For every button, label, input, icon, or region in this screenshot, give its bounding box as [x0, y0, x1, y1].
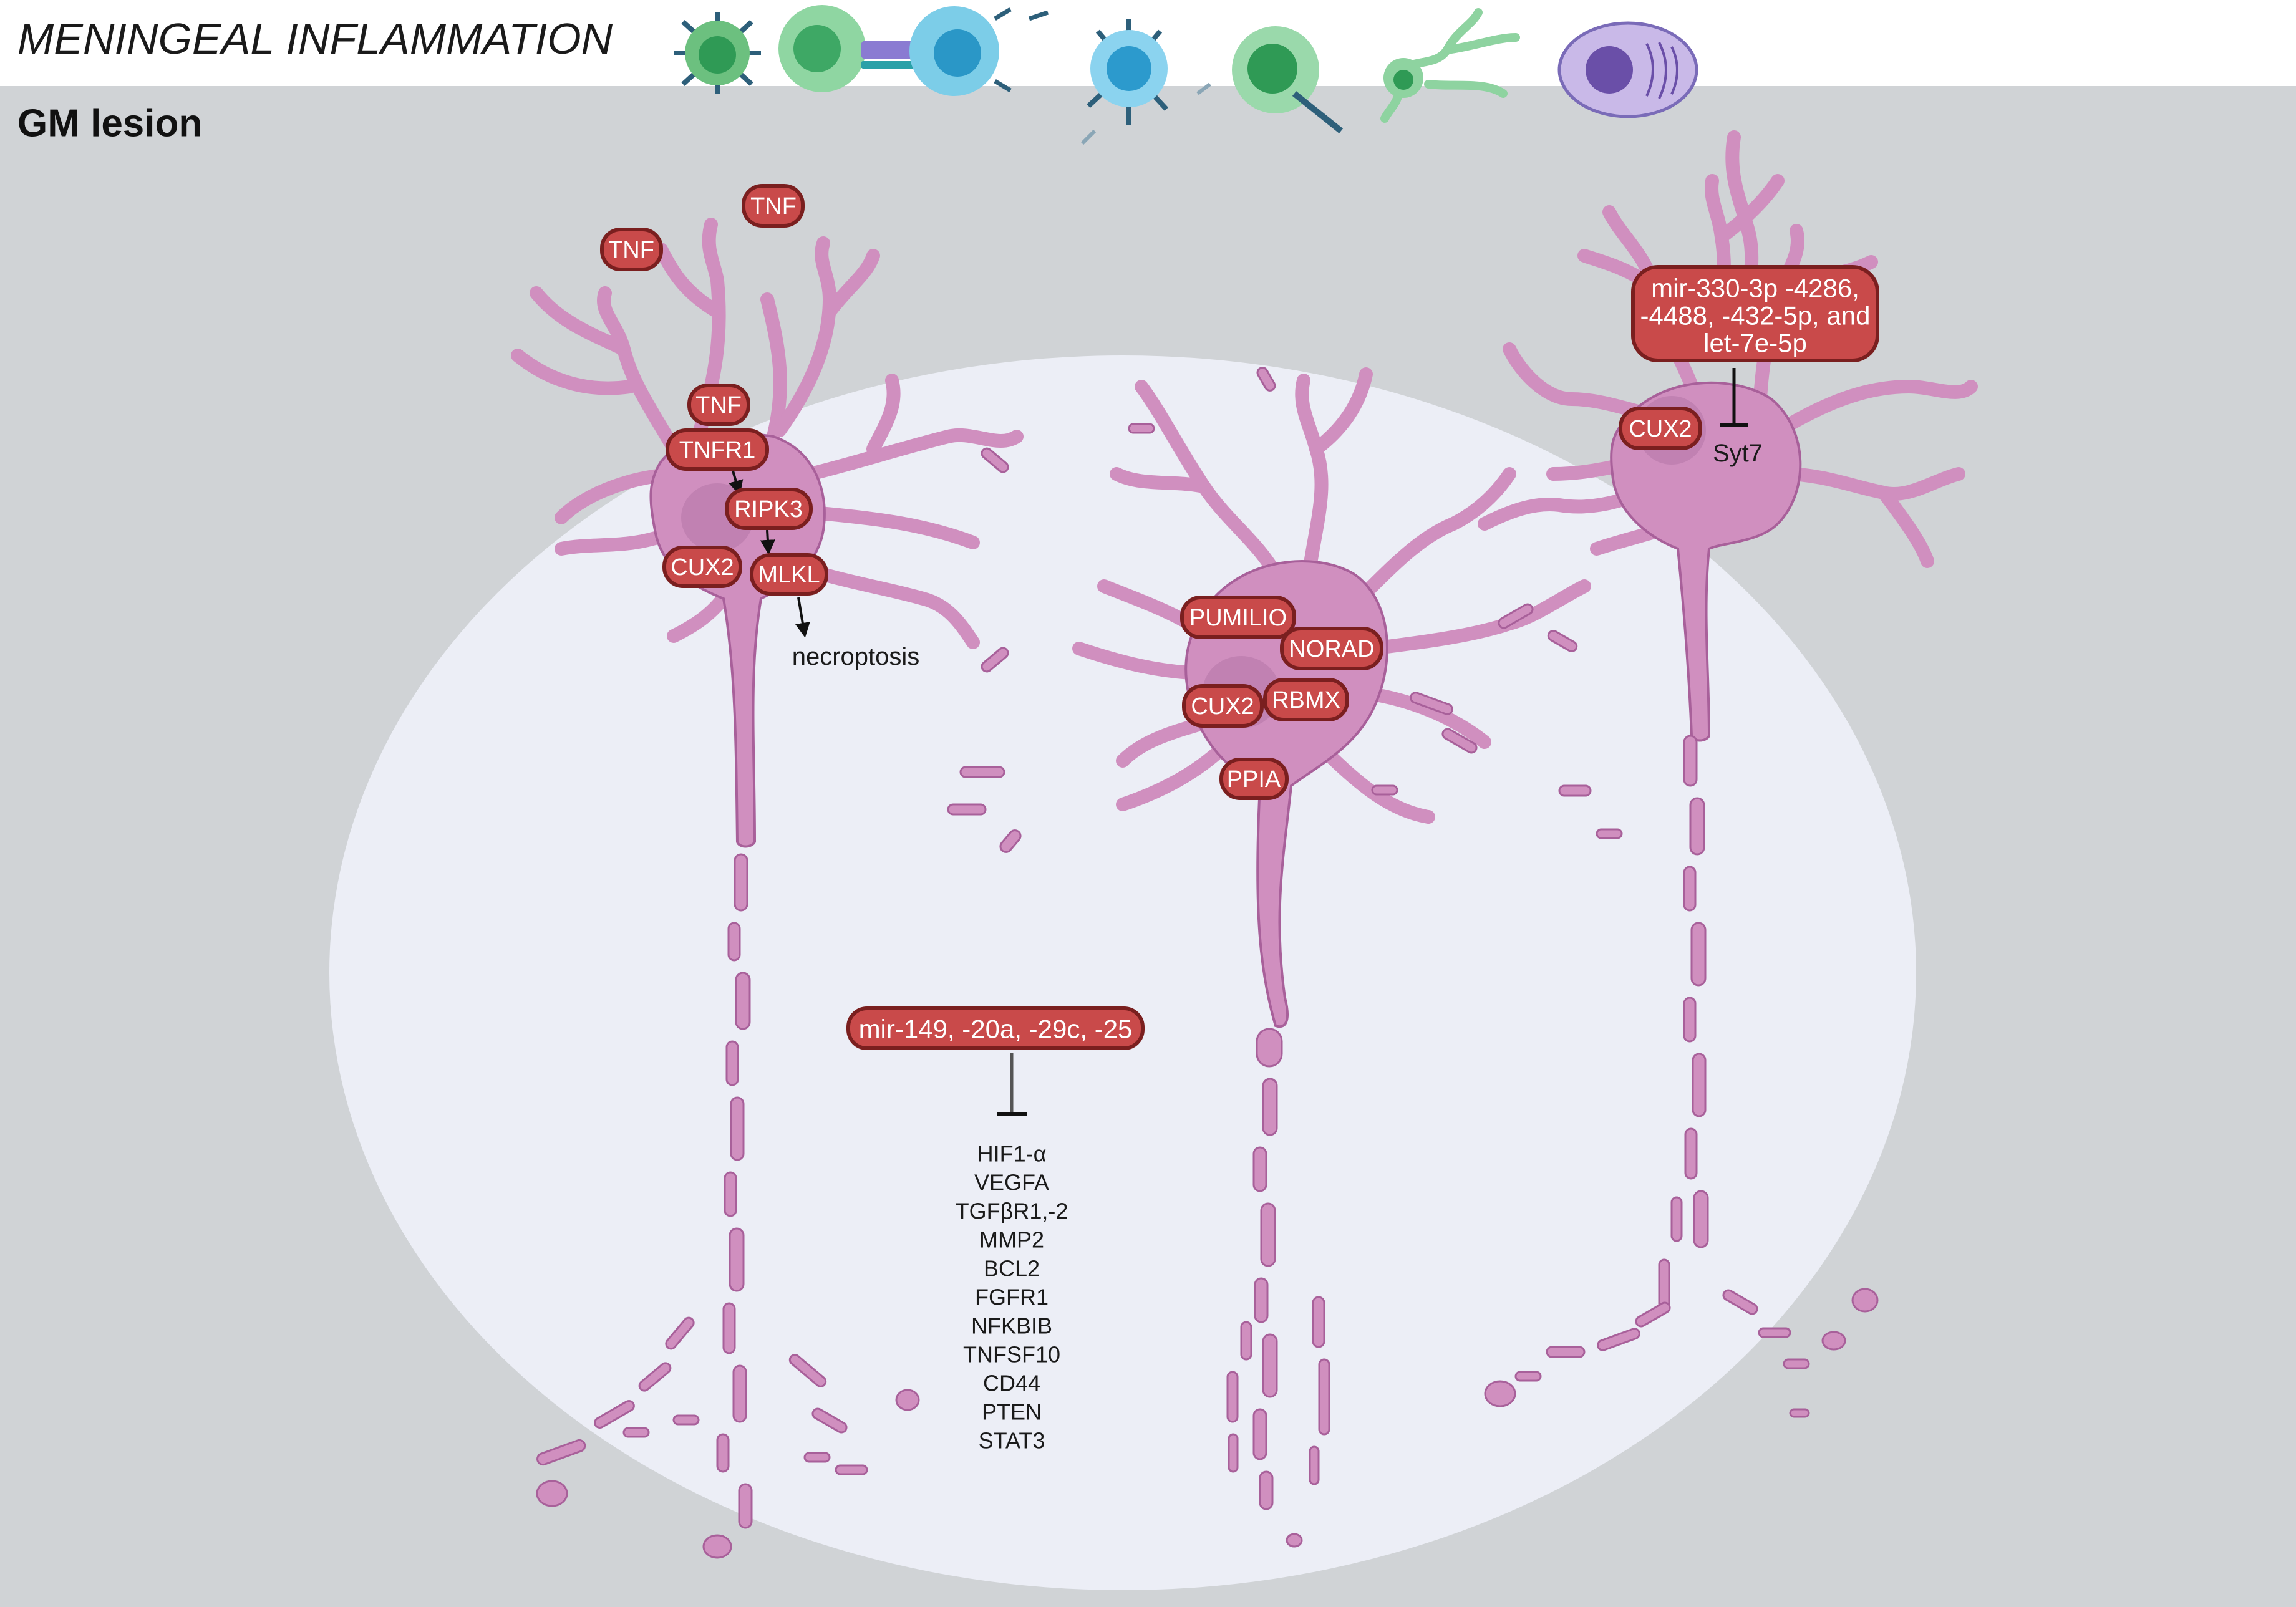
- tnfr1-receptor: TNFR1: [666, 428, 769, 471]
- tnf-outside-1: TNF: [600, 228, 663, 271]
- gene-2: TGFβR1,-2: [956, 1199, 1068, 1224]
- cux2-marker-middle: CUX2: [1182, 684, 1264, 728]
- inhibition-center: [997, 1053, 1027, 1116]
- pumilio-label: PUMILIO: [1180, 596, 1296, 639]
- gene-6: NFKBIB: [971, 1313, 1052, 1339]
- header-title: MENINGEAL INFLAMMATION: [17, 14, 613, 63]
- svg-text:TNFR1: TNFR1: [679, 437, 755, 463]
- svg-text:let-7e-5p: let-7e-5p: [1703, 329, 1807, 358]
- svg-text:TNF: TNF: [695, 392, 742, 418]
- ppia-label: PPIA: [1219, 758, 1289, 800]
- gene-5: FGFR1: [975, 1285, 1049, 1310]
- plasma-cell-icon: [1080, 19, 1211, 145]
- svg-text:MLKL: MLKL: [758, 562, 820, 588]
- lesion-area: [329, 355, 1916, 1590]
- antibody-cell-icon: [1232, 26, 1344, 133]
- gene-9: PTEN: [982, 1399, 1042, 1425]
- t-cell-b-cell-interaction-icon: [778, 5, 1049, 96]
- cux2-marker-right: CUX2: [1619, 407, 1702, 450]
- gene-3: MMP2: [979, 1227, 1044, 1253]
- tnf-bound: TNF: [687, 384, 750, 426]
- mast-cell-icon: [1557, 21, 1698, 118]
- b-cell-icon: [674, 12, 761, 94]
- arrow-mlkl-necroptosis: [795, 597, 810, 638]
- inhibition-syt7: [1720, 368, 1748, 427]
- syt7-label: Syt7: [1713, 440, 1763, 467]
- svg-text:RIPK3: RIPK3: [734, 496, 803, 523]
- svg-text:mir-330-3p -4286,: mir-330-3p -4286,: [1651, 274, 1859, 303]
- gene-7: TNFSF10: [963, 1342, 1060, 1368]
- ripk3-kinase: RIPK3: [725, 488, 813, 530]
- center-target-genes: HIF1-α VEGFA TGFβR1,-2 MMP2 BCL2 FGFR1 N…: [956, 1141, 1068, 1454]
- tnf-outside-2: TNF: [742, 184, 805, 228]
- center-mirna-box: mir-149, -20a, -29c, -25: [846, 1006, 1145, 1050]
- cux2-marker-left: CUX2: [662, 546, 742, 588]
- svg-text:CUX2: CUX2: [1629, 416, 1692, 442]
- gene-10: STAT3: [979, 1428, 1045, 1454]
- svg-text:CUX2: CUX2: [1191, 693, 1254, 720]
- svg-text:mir-149, -20a, -29c, -25: mir-149, -20a, -29c, -25: [859, 1015, 1133, 1044]
- gene-8: CD44: [983, 1371, 1040, 1396]
- arrow-ripk3-mlkl: [760, 529, 775, 555]
- gene-4: BCL2: [984, 1256, 1040, 1281]
- left-neuron: [511, 218, 1024, 848]
- gm-lesion-label: GM lesion: [17, 102, 202, 145]
- gene-1: VEGFA: [974, 1170, 1049, 1195]
- svg-text:TNF: TNF: [608, 237, 654, 263]
- rbmx-label: RBMX: [1263, 678, 1349, 721]
- svg-text:CUX2: CUX2: [671, 554, 734, 581]
- svg-text:PUMILIO: PUMILIO: [1189, 605, 1287, 631]
- svg-text:RBMX: RBMX: [1272, 687, 1340, 713]
- svg-text:-4488, -432-5p, and: -4488, -432-5p, and: [1640, 301, 1871, 331]
- right-mirna-box: mir-330-3p -4286, -4488, -432-5p, and le…: [1631, 265, 1879, 362]
- svg-text:PPIA: PPIA: [1227, 766, 1281, 793]
- norad-label: NORAD: [1280, 627, 1383, 670]
- axon-fragments: [536, 367, 1879, 1559]
- microglia-icon: [1380, 8, 1520, 123]
- svg-text:NORAD: NORAD: [1289, 636, 1374, 662]
- mlkl-effector: MLKL: [750, 553, 828, 596]
- gene-0: HIF1-α: [977, 1141, 1047, 1167]
- necroptosis-label: necroptosis: [792, 643, 920, 670]
- svg-text:TNF: TNF: [750, 193, 797, 220]
